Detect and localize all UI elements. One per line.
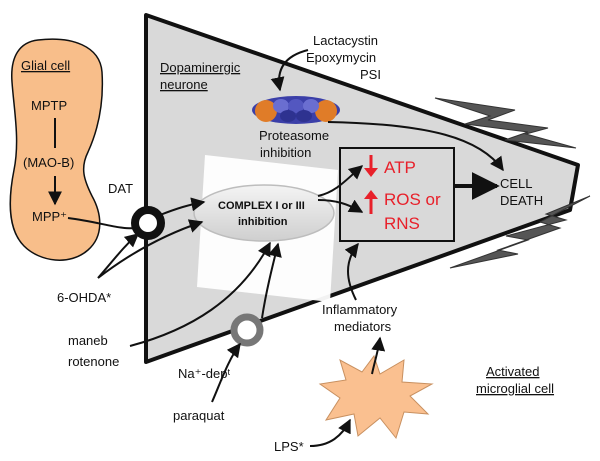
toxin-6-ohda: 6-OHDA* (57, 290, 111, 305)
mitochondrion-icon (193, 184, 335, 242)
inflammatory-line2: mediators (334, 319, 392, 334)
toxin-maneb: maneb (68, 333, 108, 348)
inhibitor-psi: PSI (360, 67, 381, 82)
complex-label-line1: COMPLEX I or III (218, 200, 305, 212)
proteasome-icon (252, 96, 340, 124)
toxin-paraquat: paraquat (173, 408, 225, 423)
na-dep-label: Na⁺-depᵗ (178, 366, 230, 381)
glial-cell-shape (9, 38, 104, 261)
neuron-title-line1: Dopaminergic (160, 60, 241, 75)
maob-label: (MAO-B) (23, 155, 74, 170)
complex-label-line2: inhibition (238, 216, 288, 228)
mpp-to-dat-line (67, 217, 137, 230)
inflammatory-to-ros-arrow (344, 242, 359, 301)
toxin-lps: LPS* (274, 439, 304, 454)
maneb-rotenone-to-complex-arrow (129, 241, 271, 347)
atp-down-arrow-icon (364, 155, 378, 177)
ohda-to-complex-arrow (97, 219, 204, 279)
mpp-label: MPP⁺ (32, 209, 67, 224)
dat-label: DAT (108, 181, 133, 196)
cell-death-line2: DEATH (500, 193, 543, 208)
na-dep-to-complex-arrow (261, 242, 282, 319)
atp-label: ATP (384, 158, 416, 177)
dat-transporter-icon (131, 206, 165, 240)
microglia-to-inflammatory-arrow (371, 336, 386, 375)
complex-to-atp-arrow (317, 165, 364, 197)
inhibitor-epoxymycin: Epoxymycin (306, 50, 376, 65)
ros-label-line2: RNS (384, 214, 420, 233)
cell-death-line1: CELL (500, 176, 533, 191)
effects-box (339, 147, 455, 242)
inflammatory-line1: Inflammatory (322, 302, 398, 317)
lps-to-microglia-arrow (309, 418, 351, 447)
microglia-label-line1: Activated (486, 364, 539, 379)
ros-up-arrow-icon (364, 190, 378, 214)
mptp-label: MPTP (31, 98, 67, 113)
ohda-to-dat-arrow (97, 233, 140, 279)
complex-to-ros-arrow (317, 199, 364, 213)
inhibitor-lactacystin: Lactacystin (313, 33, 378, 48)
lightning-upper-icon (434, 97, 577, 149)
neuron-title-line2: neurone (160, 77, 208, 92)
dat-to-complex-arrow (159, 197, 206, 216)
na-dep-transporter-icon (230, 313, 264, 347)
proteasome-label-line1: Proteasome (259, 128, 329, 143)
ros-label-line1: ROS or (384, 190, 441, 209)
proteasome-label-line2: inhibition (260, 145, 311, 160)
microglia-label-line2: microglial cell (476, 381, 554, 396)
toxin-rotenone: rotenone (68, 354, 119, 369)
paraquat-to-na-dep-arrow (211, 342, 241, 403)
proteasome-to-death-arrow (327, 121, 504, 172)
glial-cell-title: Glial cell (21, 58, 70, 73)
microglia-burst-shape (318, 354, 434, 440)
inhibitors-to-proteasome-arrow (270, 49, 309, 92)
lightning-lower-icon (449, 195, 591, 269)
